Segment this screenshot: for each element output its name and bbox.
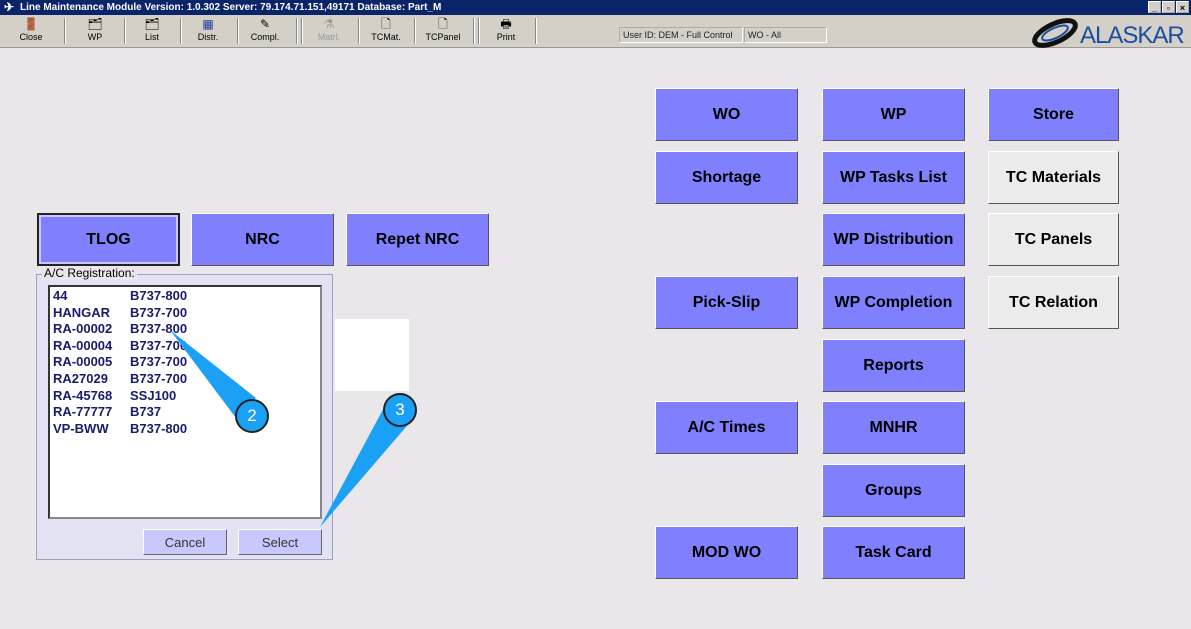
- printer-folder-icon: 🗂: [87, 17, 103, 31]
- tcpanel-button[interactable]: 🗋TCPanel: [419, 17, 467, 46]
- store-button[interactable]: Store: [988, 88, 1119, 141]
- callout-3-pointer: [320, 400, 412, 527]
- close-button[interactable]: 🚪Close: [8, 17, 54, 46]
- window-title: Line Maintenance Module Version: 1.0.302…: [20, 2, 442, 13]
- flask-icon: ⚗: [323, 17, 335, 31]
- wp-button[interactable]: 🗂WP: [72, 17, 118, 46]
- document-icon: 🗋: [438, 17, 448, 31]
- door-icon: 🚪: [23, 17, 39, 31]
- matrl-button[interactable]: ⚗Matrl.: [306, 17, 352, 46]
- tc-relation-button[interactable]: TC Relation: [988, 276, 1119, 329]
- ac-registration-label: A/C Registration:: [42, 266, 137, 280]
- tlog-button[interactable]: TLOG: [37, 213, 180, 266]
- list-button[interactable]: 🗂List: [129, 17, 175, 46]
- list-folder-icon: 🗂: [144, 17, 160, 31]
- wp-main-button[interactable]: WP: [822, 88, 965, 141]
- callout-2-pointer: [170, 330, 256, 418]
- shortage-button[interactable]: Shortage: [655, 151, 798, 204]
- distr-button[interactable]: ▦Distr.: [185, 17, 231, 46]
- wo-filter-field: WO - All: [744, 27, 827, 43]
- mnhr-button[interactable]: MNHR: [822, 401, 965, 454]
- task-card-button[interactable]: Task Card: [822, 526, 965, 579]
- app-icon: ✈: [4, 0, 15, 14]
- distribution-icon: ▦: [202, 17, 214, 31]
- nrc-button[interactable]: NRC: [191, 213, 334, 266]
- user-id-field: User ID: DEM - Full Control: [619, 27, 743, 43]
- toolbar: 🚪Close 🗂WP 🗂List ▦Distr. ✎Compl. ⚗Matrl.…: [0, 15, 1191, 48]
- minimize-button[interactable]: _: [1148, 1, 1161, 13]
- document-icon: 🗋: [381, 17, 391, 31]
- tc-panels-button[interactable]: TC Panels: [988, 213, 1119, 266]
- restore-button[interactable]: ▫: [1162, 1, 1175, 13]
- reports-button[interactable]: Reports: [822, 339, 965, 392]
- tcmat-button[interactable]: 🗋TCMat.: [363, 17, 409, 46]
- callout-2-badge: 2: [235, 399, 269, 433]
- close-window-button[interactable]: ×: [1176, 1, 1189, 13]
- compl-button[interactable]: ✎Compl.: [241, 17, 289, 46]
- pick-slip-button[interactable]: Pick-Slip: [655, 276, 798, 329]
- cancel-button[interactable]: Cancel: [143, 529, 227, 555]
- wp-distribution-button[interactable]: WP Distribution: [822, 213, 965, 266]
- tc-materials-button[interactable]: TC Materials: [988, 151, 1119, 204]
- printer-icon: 🖶: [500, 17, 512, 31]
- select-button[interactable]: Select: [238, 529, 322, 555]
- groups-button[interactable]: Groups: [822, 464, 965, 517]
- repet-nrc-button[interactable]: Repet NRC: [346, 213, 489, 266]
- ac-times-button[interactable]: A/C Times: [655, 401, 798, 454]
- wo-button[interactable]: WO: [655, 88, 798, 141]
- blank-area: [335, 319, 409, 391]
- mod-wo-button[interactable]: MOD WO: [655, 526, 798, 579]
- callout-3-badge: 3: [383, 393, 417, 427]
- wp-tasks-list-button[interactable]: WP Tasks List: [822, 151, 965, 204]
- alaskar-logo: ALASKAR: [1030, 18, 1190, 49]
- completion-icon: ✎: [259, 17, 271, 31]
- logo-swoosh-icon: [1032, 18, 1078, 48]
- wp-completion-button[interactable]: WP Completion: [822, 276, 965, 329]
- title-bar: ✈ Line Maintenance Module Version: 1.0.3…: [0, 0, 1191, 15]
- print-button[interactable]: 🖶Print: [483, 17, 529, 46]
